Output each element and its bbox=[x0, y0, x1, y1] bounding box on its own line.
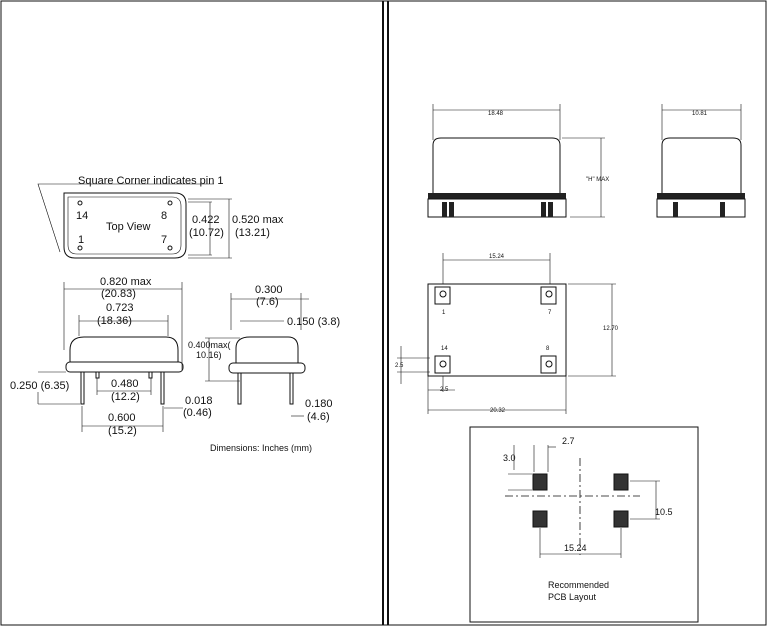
side-standoff bbox=[656, 198, 746, 218]
dim-width-mm: (13.21) bbox=[235, 227, 270, 239]
bottom-hole bbox=[545, 290, 553, 298]
bottom-pad-7 bbox=[540, 286, 557, 305]
pcb-caption-2: PCB Layout bbox=[548, 592, 597, 602]
bottom-hole bbox=[439, 360, 447, 368]
pcb-pad bbox=[613, 510, 629, 528]
side-base bbox=[657, 193, 745, 199]
side-pin bbox=[720, 202, 725, 217]
pcb-caption-1: Recommended bbox=[548, 580, 609, 590]
dim-end-lead-mm: (4.6) bbox=[307, 411, 330, 423]
pcb-pad bbox=[532, 510, 548, 528]
dim-span-in: 0.480 bbox=[111, 378, 139, 390]
side-pin bbox=[673, 202, 678, 217]
side-lead bbox=[80, 371, 85, 405]
dim-flange: 0.150 (3.8) bbox=[287, 316, 340, 328]
dim-overall-in: 0.820 max bbox=[100, 276, 152, 288]
side-can bbox=[661, 137, 742, 193]
dim-lead-dia-in: 0.018 bbox=[185, 395, 213, 407]
dim-height-mm: (10.72) bbox=[189, 227, 224, 239]
pin1-leader bbox=[37, 183, 214, 253]
dim-end-width-in: 0.300 bbox=[255, 284, 283, 296]
pcb-spacing-v: 10.5 bbox=[655, 507, 673, 517]
dim-body-in: 0.723 bbox=[106, 302, 134, 314]
front-pin bbox=[442, 202, 447, 217]
dim-overall-mm: (20.83) bbox=[101, 288, 136, 300]
bottom-outline bbox=[427, 283, 567, 377]
bottom-hole bbox=[545, 360, 553, 368]
dim-lead-len: 0.250 (6.35) bbox=[10, 380, 69, 392]
pin-hole-8 bbox=[167, 200, 173, 206]
bottom-offset-left: 2.5 bbox=[395, 363, 404, 369]
dim-pitch-mm: (15.2) bbox=[108, 425, 137, 437]
bottom-hole bbox=[439, 290, 447, 298]
end-base bbox=[228, 362, 306, 374]
dim-width-in: 0.520 max bbox=[232, 214, 284, 226]
units-note: Dimensions: Inches (mm) bbox=[210, 443, 312, 453]
top-pin7: 7 bbox=[161, 234, 167, 246]
side-lead-stub bbox=[95, 371, 100, 379]
bottom-pin-span: 15.24 bbox=[489, 254, 505, 260]
height-label: "H" MAX bbox=[586, 177, 609, 183]
end-lead bbox=[237, 372, 242, 405]
front-pin bbox=[449, 202, 454, 217]
dim-height-in: 0.422 bbox=[192, 214, 220, 226]
pcb-pad-width: 2.7 bbox=[562, 436, 575, 446]
top-pin14: 14 bbox=[76, 210, 88, 222]
dim-span-mm: (12.2) bbox=[111, 391, 140, 403]
bottom-height: 12.70 bbox=[603, 326, 619, 332]
side-lead bbox=[160, 371, 165, 405]
top-pin1: 1 bbox=[78, 234, 84, 246]
bottom-pad-8 bbox=[540, 355, 557, 374]
pcb-pad bbox=[532, 473, 548, 491]
pcb-pad-height: 3.0 bbox=[503, 453, 516, 463]
bottom-pad-1 bbox=[434, 286, 451, 305]
dim-lead-dia-mm: (0.46) bbox=[183, 407, 212, 419]
front-pin bbox=[541, 202, 546, 217]
dim-pitch-in: 0.600 bbox=[108, 412, 136, 424]
front-width: 18.48 bbox=[488, 111, 504, 117]
top-view-label: Top View bbox=[106, 221, 150, 233]
pin1-note: Square Corner indicates pin 1 bbox=[78, 175, 224, 187]
side-width: 10.81 bbox=[692, 111, 708, 117]
dim-end-width-mm: (7.6) bbox=[256, 296, 279, 308]
pin-hole-14 bbox=[77, 200, 83, 206]
end-can bbox=[235, 336, 299, 363]
bottom-width: 20.32 bbox=[490, 408, 506, 414]
side-lead-stub bbox=[148, 371, 153, 379]
front-can bbox=[432, 137, 561, 193]
pcb-spacing-h: 15.24 bbox=[564, 543, 587, 553]
top-view-outline bbox=[63, 192, 187, 259]
front-pin bbox=[548, 202, 553, 217]
bottom-pin14: 14 bbox=[441, 346, 448, 352]
bottom-pin1: 1 bbox=[442, 310, 446, 316]
bottom-pin8: 8 bbox=[546, 346, 550, 352]
front-base bbox=[428, 193, 566, 199]
bottom-pin7: 7 bbox=[548, 310, 552, 316]
bottom-pad-14 bbox=[434, 355, 451, 374]
side-can bbox=[69, 336, 179, 362]
side-base bbox=[65, 361, 184, 373]
pin-hole-7 bbox=[167, 245, 173, 251]
bottom-offset-bottom: 2.5 bbox=[440, 387, 449, 393]
pin-hole-1 bbox=[77, 245, 83, 251]
pcb-layout-box bbox=[469, 426, 699, 623]
top-view-inner bbox=[67, 196, 182, 255]
pcb-pad bbox=[613, 473, 629, 491]
dim-end-lead-in: 0.180 bbox=[305, 398, 333, 410]
front-standoff bbox=[427, 198, 567, 218]
top-pin8: 8 bbox=[161, 210, 167, 222]
end-lead bbox=[289, 372, 294, 405]
